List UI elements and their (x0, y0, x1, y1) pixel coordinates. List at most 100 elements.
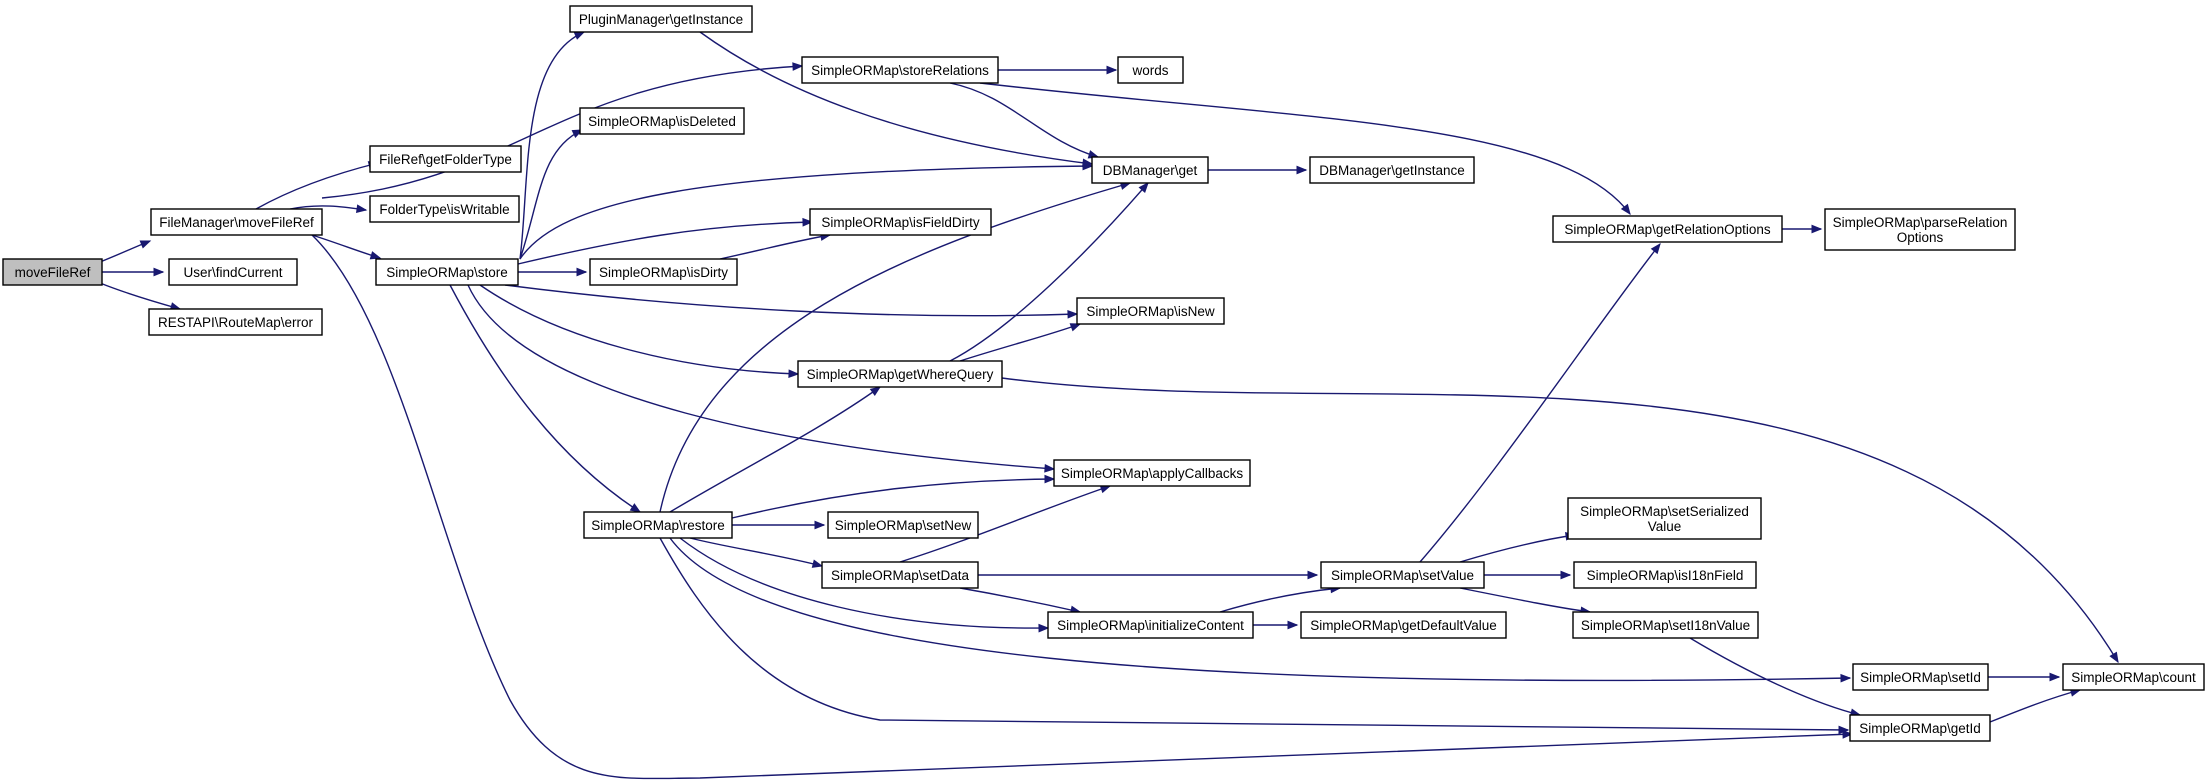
node-label: SimpleORMap\initializeContent (1057, 618, 1244, 633)
edge-store-to-getWhereQuery (479, 284, 800, 379)
node-getWhereQuery[interactable]: SimpleORMap\getWhereQuery (797, 360, 1003, 388)
edge-line (949, 82, 1099, 158)
node-initializeContent[interactable]: SimpleORMap\initializeContent (1047, 611, 1254, 639)
edge-arrowhead (573, 31, 586, 40)
node-label: DBManager\get (1103, 163, 1198, 178)
edge-fm_moveFileRef-to-fileref_getFolderType (255, 161, 380, 210)
edge-line (519, 165, 1093, 260)
edge-fm_moveFileRef-to-store (311, 234, 382, 260)
node-db_getInstance[interactable]: DBManager\getInstance (1309, 156, 1475, 184)
edge-line (504, 284, 1078, 317)
edge-restore-to-initializeContent (679, 537, 1050, 633)
node-isI18nField[interactable]: SimpleORMap\isI18nField (1573, 561, 1757, 589)
edge-restore-to-getId (659, 537, 1850, 735)
node-moveFileRef[interactable]: moveFileRef (2, 258, 103, 286)
edge-arrowhead (2109, 651, 2119, 664)
edge-moveFileRef-to-routemap_error (99, 282, 182, 311)
edge-storeRelations-to-getRelationOptions (979, 82, 1631, 216)
node-storeRelations[interactable]: SimpleORMap\storeRelations (801, 56, 999, 84)
edge-arrowhead (576, 267, 588, 277)
node-label: SimpleORMap\setSerialized (1580, 504, 1749, 519)
node-getDefaultValue[interactable]: SimpleORMap\getDefaultValue (1300, 611, 1507, 639)
edge-line (669, 537, 1851, 682)
edge-line (519, 31, 585, 260)
edge-line (467, 284, 1055, 470)
edge-initializeContent-to-setValue (1219, 584, 1342, 613)
node-box (1572, 611, 1759, 639)
edge-setValue-to-setI18nValue (1459, 587, 1592, 616)
edge-arrowhead (1296, 165, 1308, 175)
node-label: RESTAPI\RouteMap\error (158, 315, 314, 330)
edge-line (449, 284, 641, 513)
edge-line (321, 65, 803, 199)
edge-arrowhead (811, 559, 824, 568)
edge-line (99, 282, 181, 310)
node-words[interactable]: words (1117, 56, 1184, 84)
edge-storeRelations-to-db_get (949, 82, 1100, 159)
edge-restore-to-setId (669, 537, 1852, 683)
edge-arrowhead (1106, 65, 1118, 75)
node-foldertype_isWritable[interactable]: FolderType\isWritable (369, 195, 520, 223)
node-routemap_error[interactable]: RESTAPI\RouteMap\error (148, 308, 323, 336)
edge-db_get-to-db_getInstance (1208, 165, 1308, 175)
edge-plugin_getInstance-to-db_get (699, 31, 1094, 168)
edge-line (1419, 243, 1661, 563)
node-isDirty[interactable]: SimpleORMap\isDirty (589, 258, 738, 286)
node-box (1824, 208, 2016, 251)
node-isNew[interactable]: SimpleORMap\isNew (1076, 297, 1225, 325)
edge-arrowhead (788, 369, 800, 379)
node-label: SimpleORMap\setData (831, 568, 970, 583)
node-store[interactable]: SimpleORMap\store (375, 258, 519, 286)
edge-line (1689, 637, 1861, 716)
node-count[interactable]: SimpleORMap\count (2062, 663, 2205, 691)
edge-isDirty-to-isFieldDirty (719, 232, 832, 260)
node-plugin_getInstance[interactable]: PluginManager\getInstance (569, 5, 753, 33)
edge-store-to-isFieldDirty (517, 217, 814, 265)
node-box (1091, 156, 1209, 184)
edge-arrowhead (1840, 673, 1852, 683)
edge-arrowhead (802, 217, 814, 227)
node-fileref_getFolderType[interactable]: FileRef\getFolderType (369, 145, 522, 173)
edge-arrowhead (369, 251, 382, 260)
node-getRelationOptions[interactable]: SimpleORMap\getRelationOptions (1552, 215, 1783, 243)
node-box (583, 511, 733, 539)
edge-line (959, 587, 1081, 613)
node-label: SimpleORMap\setI18nValue (1581, 618, 1750, 633)
node-setId[interactable]: SimpleORMap\setId (1852, 663, 1989, 691)
node-setNew[interactable]: SimpleORMap\setNew (827, 511, 979, 539)
node-setValue[interactable]: SimpleORMap\setValue (1320, 561, 1485, 589)
node-fm_moveFileRef[interactable]: FileManager\moveFileRef (150, 208, 323, 236)
edge-fm_moveFileRef-to-getId (311, 234, 1854, 780)
node-label: SimpleORMap\count (2071, 670, 2196, 685)
edge-arrowhead (1044, 463, 1056, 473)
node-label: SimpleORMap\isDirty (599, 265, 728, 280)
edge-arrowhead (1838, 725, 1850, 735)
edge-line (1459, 534, 1576, 563)
edge-line (1989, 689, 2081, 723)
edge-line (479, 284, 799, 375)
node-box (1309, 156, 1475, 184)
node-setI18nValue[interactable]: SimpleORMap\setI18nValue (1572, 611, 1759, 639)
edge-arrowhead (139, 240, 152, 249)
edge-fm_moveFileRef-to-foldertype_isWritable (289, 204, 368, 213)
node-isDeleted[interactable]: SimpleORMap\isDeleted (579, 107, 745, 135)
node-label: SimpleORMap\setValue (1331, 568, 1474, 583)
node-box (1320, 561, 1485, 589)
edge-arrowhead (1811, 224, 1823, 234)
edge-arrowhead (1307, 570, 1319, 580)
node-isFieldDirty[interactable]: SimpleORMap\isFieldDirty (809, 208, 992, 236)
node-getId[interactable]: SimpleORMap\getId (1849, 714, 1991, 742)
node-setData[interactable]: SimpleORMap\setData (821, 561, 979, 589)
node-applyCallbacks[interactable]: SimpleORMap\applyCallbacks (1053, 459, 1251, 487)
node-user_findCurrent[interactable]: User\findCurrent (168, 258, 298, 286)
node-label: SimpleORMap\isI18nField (1587, 568, 1744, 583)
edge-line (899, 485, 1111, 563)
edge-line (669, 386, 881, 513)
nodes-layer: moveFileRef FileManager\moveFileRefUser\f… (2, 5, 2205, 742)
node-restore[interactable]: SimpleORMap\restore (583, 511, 733, 539)
edge-arrowhead (2049, 672, 2061, 682)
node-db_get[interactable]: DBManager\get (1091, 156, 1209, 184)
node-box (168, 258, 298, 286)
